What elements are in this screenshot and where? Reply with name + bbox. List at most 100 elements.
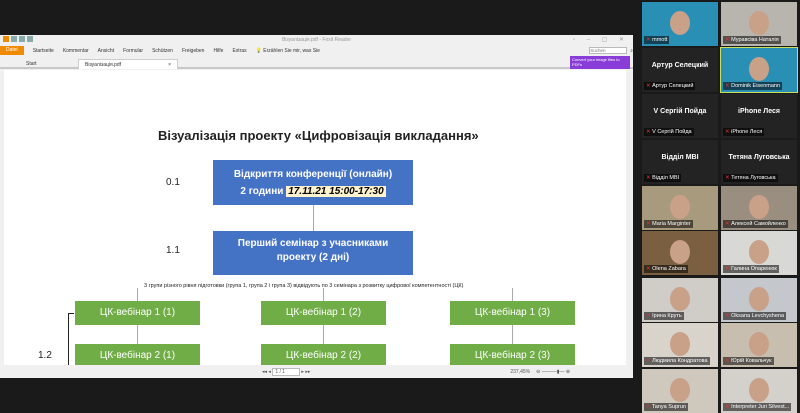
participant-tile[interactable]: iPhone Леся ✕ iPhone Леся xyxy=(721,94,797,138)
menu-view[interactable]: Ansicht xyxy=(97,47,115,54)
duration: 2 години xyxy=(240,186,284,197)
participant-face xyxy=(670,240,690,264)
participant-name-label: ✕ Галина Опаренюк xyxy=(723,265,779,273)
search-input[interactable] xyxy=(589,47,628,54)
participant-tile[interactable]: ✕ Tanya Suprun xyxy=(642,369,718,413)
participant-tile[interactable]: ✕ mmott xyxy=(642,2,718,46)
participant-name-label: ✕ Юрій Ковальчук xyxy=(723,357,774,365)
participant-tile[interactable]: ✕ Юрій Ковальчук xyxy=(721,323,797,367)
participant-tile[interactable]: ✕ Ірина Круть xyxy=(642,278,718,322)
participant-display-name: iPhone Леся xyxy=(738,108,780,115)
participant-name: Артур Селецкий xyxy=(652,83,694,89)
muted-mic-icon: ✕ xyxy=(725,266,730,272)
participant-tile[interactable]: ✕ Dominik Eisenmann xyxy=(720,47,798,93)
menu-share[interactable]: Freigeben xyxy=(181,47,205,54)
menu-extras[interactable]: Extras xyxy=(232,47,247,54)
participant-face xyxy=(749,240,769,264)
tab-start[interactable]: Start xyxy=(26,61,37,67)
participant-face xyxy=(670,332,690,356)
menu-protect[interactable]: Schützen xyxy=(152,47,173,54)
step-label: 1.2 xyxy=(38,350,52,361)
status-bar: ◂◂ ◂ 1 / 1 ▸ ▸▸ 237,45% ⊖ ———▮— ⊕ xyxy=(0,365,633,378)
participant-name: Interpreter Juri Silvest... xyxy=(731,404,790,410)
groups-note: 3 групи різного рівня підготовки (група … xyxy=(144,283,464,289)
participant-name-label: ✕ Артур Селецкий xyxy=(644,82,696,90)
participant-name: Тетяна Луговська xyxy=(731,175,776,181)
muted-mic-icon: ✕ xyxy=(646,37,651,43)
menu-file[interactable]: Datei xyxy=(0,46,24,55)
document-tabs: Start Візуалізація.pdf × Convert your im… xyxy=(0,56,633,69)
participant-tile[interactable]: ✕ Алексей Самойленко xyxy=(721,186,797,230)
participant-name-label: ✕ Interpreter Juri Silvest... xyxy=(723,403,792,411)
participant-name: V Сергій Пойда xyxy=(652,129,692,135)
participant-name-label: ✕ Dominik Eisenmann xyxy=(723,82,783,90)
page-nav[interactable]: ◂◂ ◂ 1 / 1 ▸ ▸▸ xyxy=(262,367,311,376)
close-tab-icon[interactable]: × xyxy=(168,62,171,68)
participant-name-label: ✕ Людмила Кондратова xyxy=(644,357,710,365)
open-icon[interactable] xyxy=(11,36,17,42)
convert-promo-banner[interactable]: Convert your image files to PDFs xyxy=(570,56,630,69)
search-icon[interactable]: ⌕ xyxy=(630,47,633,54)
muted-mic-icon: ✕ xyxy=(725,83,730,89)
participant-tile[interactable]: ✕ Olena Zabara xyxy=(642,231,718,275)
tell-me-text: Erzählen Sie mir, was Sie xyxy=(263,47,320,54)
tell-me[interactable]: 💡 Erzählen Sie mir, was Sie xyxy=(255,47,320,54)
participant-tile[interactable]: Відділ МВІ✕ Відділ МВІ xyxy=(642,140,718,184)
participant-name: Oksana Levchyshena xyxy=(731,313,785,319)
participant-face xyxy=(749,11,769,35)
muted-mic-icon: ✕ xyxy=(725,313,730,319)
quick-access-toolbar[interactable] xyxy=(3,36,33,42)
bracket xyxy=(68,313,74,365)
muted-mic-icon: ✕ xyxy=(646,313,651,319)
muted-mic-icon: ✕ xyxy=(646,358,651,364)
menu-form[interactable]: Formular xyxy=(123,47,144,54)
zoom-slider[interactable]: ⊖ ———▮— ⊕ xyxy=(536,368,571,375)
participant-name-label: ✕ Oksana Levchyshena xyxy=(723,312,787,320)
participant-name-label: ✕ Тетяна Луговська xyxy=(723,174,778,182)
menu-comment[interactable]: Kommentar xyxy=(62,47,89,54)
participant-tile[interactable]: ✕ Галина Опаренюк xyxy=(721,231,797,275)
muted-mic-icon: ✕ xyxy=(725,37,730,43)
participant-display-name: Тетяна Луговська xyxy=(728,154,790,161)
arrow xyxy=(512,325,513,344)
participant-face xyxy=(749,332,769,356)
participant-tile[interactable]: Тетяна Луговська✕ Тетяна Луговська xyxy=(721,140,797,184)
muted-mic-icon: ✕ xyxy=(646,221,651,227)
menu-start[interactable]: Startseite xyxy=(32,47,54,54)
participant-name: Муравсіва Наталія xyxy=(731,37,779,43)
print-icon[interactable] xyxy=(27,36,33,42)
save-icon[interactable] xyxy=(19,36,25,42)
participant-tile[interactable]: Артур Селецкий✕ Артур Селецкий xyxy=(642,48,718,92)
pdf-page: Візуалізація проекту «Цифровізація викла… xyxy=(4,70,626,365)
participant-display-name: Артур Селецкий xyxy=(651,62,709,69)
search-area: ⌕ xyxy=(589,47,633,54)
participant-tile[interactable]: ✕ Муравсіва Наталія xyxy=(721,2,797,46)
webinar-box: ЦК-вебінар 1 (2) xyxy=(261,301,386,325)
participant-tile[interactable]: ✕ Людмила Кондратова xyxy=(642,323,718,367)
participant-tile[interactable]: ✕ Maria Marginter xyxy=(642,186,718,230)
participant-name: Ірина Круть xyxy=(652,313,682,319)
participant-name-label: ✕ iPhone Леся xyxy=(723,128,765,136)
window-controls[interactable]: ▫ – ▢ ✕ xyxy=(572,37,629,43)
page-input[interactable]: 1 / 1 xyxy=(272,367,301,376)
muted-mic-icon: ✕ xyxy=(646,404,651,410)
muted-mic-icon: ✕ xyxy=(646,83,651,89)
foxit-reader-window: Візуалізація.pdf - Foxit Reader ▫ – ▢ ✕ … xyxy=(0,35,633,378)
participant-face xyxy=(670,195,690,219)
window-title: Візуалізація.pdf - Foxit Reader xyxy=(281,37,352,43)
webinar-box: ЦК-вебінар 2 (1) xyxy=(75,344,200,365)
participant-name-label: ✕ V Сергій Пойда xyxy=(644,128,694,136)
participant-tile[interactable]: ✕ Interpreter Juri Silvest... xyxy=(721,369,797,413)
webinar-box: ЦК-вебінар 1 (1) xyxy=(75,301,200,325)
participant-name-label: ✕ Maria Marginter xyxy=(644,220,693,228)
menu-help[interactable]: Hilfe xyxy=(213,47,224,54)
participant-tile[interactable]: ✕ Oksana Levchyshena xyxy=(721,278,797,322)
participant-name-label: ✕ mmott xyxy=(644,36,670,44)
tab-document[interactable]: Візуалізація.pdf × xyxy=(78,59,178,69)
muted-mic-icon: ✕ xyxy=(725,221,730,227)
step-label: 0.1 xyxy=(166,177,180,188)
participant-tile[interactable]: V Сергій Пойда✕ V Сергій Пойда xyxy=(642,94,718,138)
participant-face xyxy=(749,287,769,311)
webinar-box: ЦК-вебінар 2 (2) xyxy=(261,344,386,365)
muted-mic-icon: ✕ xyxy=(646,266,651,272)
